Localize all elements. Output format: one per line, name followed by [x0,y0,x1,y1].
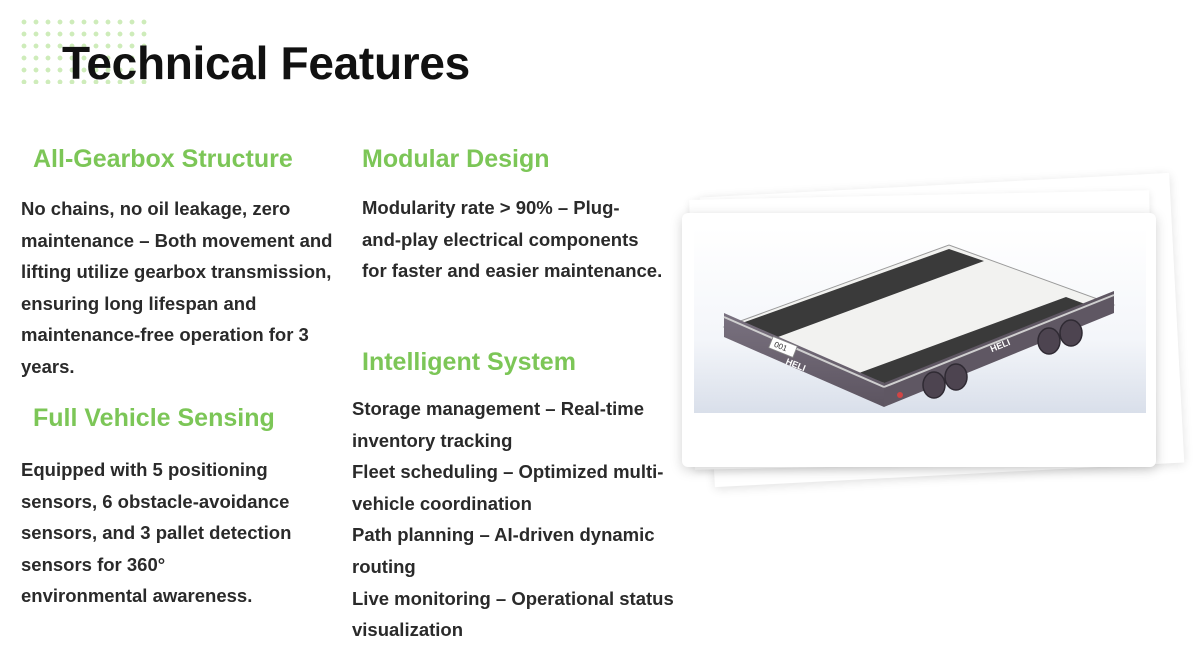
modular-description: Modularity rate > 90% – Plug- and-play e… [362,192,682,287]
gearbox-line: lifting utilize gearbox transmission, [21,261,332,283]
intelligent-description: Storage management – Real-time inventory… [352,393,682,646]
wheel-icon [1059,319,1083,347]
gearbox-line: ensuring long lifespan and [21,292,257,314]
modular-line: for faster and easier maintenance. [362,260,663,282]
wheel-icon [944,363,968,391]
gearbox-line: No chains, no oil leakage, zero [21,198,291,219]
heading-intelligent-system: Intelligent System [362,348,576,376]
modular-line: and-play electrical components [362,228,639,250]
sensing-line: Equipped with 5 positioning [21,459,268,480]
product-photo-stack: 001 HELI HELI [682,172,1185,488]
vehicle-front-trim [723,316,885,388]
gearbox-description: No chains, no oil leakage, zero maintena… [21,193,351,383]
intelligent-line: Path planning – AI-driven dynamic [352,524,655,546]
wheel-icon [922,371,946,399]
wheel-icon [1037,327,1061,355]
heading-modular-design: Modular Design [362,145,550,173]
modular-line: Modularity rate > 90% – Plug- [362,197,620,218]
gearbox-line: maintenance – Both movement and [21,229,333,251]
decorative-dot-grid [18,16,152,84]
agv-vehicle-illustration: 001 HELI HELI [694,227,1146,413]
intelligent-line: visualization [352,619,464,641]
gearbox-line: years. [21,355,75,377]
intelligent-line: routing [352,555,416,577]
intelligent-line: Live monitoring – Operational status [352,587,674,609]
sensing-line: sensors, 6 obstacle-avoidance [21,490,290,512]
status-light-icon [897,392,903,398]
heading-full-vehicle-sensing: Full Vehicle Sensing [33,404,275,432]
vehicle-number-plate [768,336,798,358]
heading-all-gearbox-structure: All-Gearbox Structure [33,145,293,173]
sensing-line: sensors for 360° [21,553,166,575]
sensing-line: sensors, and 3 pallet detection [21,522,292,544]
vehicle-side-trim [883,294,1115,388]
sensing-line: environmental awareness. [21,585,253,607]
intelligent-line: Fleet scheduling – Optimized multi- [352,461,664,483]
vehicle-front-face [724,313,884,407]
intelligent-line: Storage management – Real-time [352,398,644,419]
sensing-description: Equipped with 5 positioning sensors, 6 o… [21,454,351,612]
vehicle-belt-back [742,249,984,337]
intelligent-line: inventory tracking [352,429,513,451]
gearbox-line: maintenance-free operation for 3 [21,324,309,346]
product-photo-card: 001 HELI HELI [682,213,1156,467]
intelligent-line: vehicle coordination [352,492,532,514]
page-title: Technical Features [62,37,470,89]
